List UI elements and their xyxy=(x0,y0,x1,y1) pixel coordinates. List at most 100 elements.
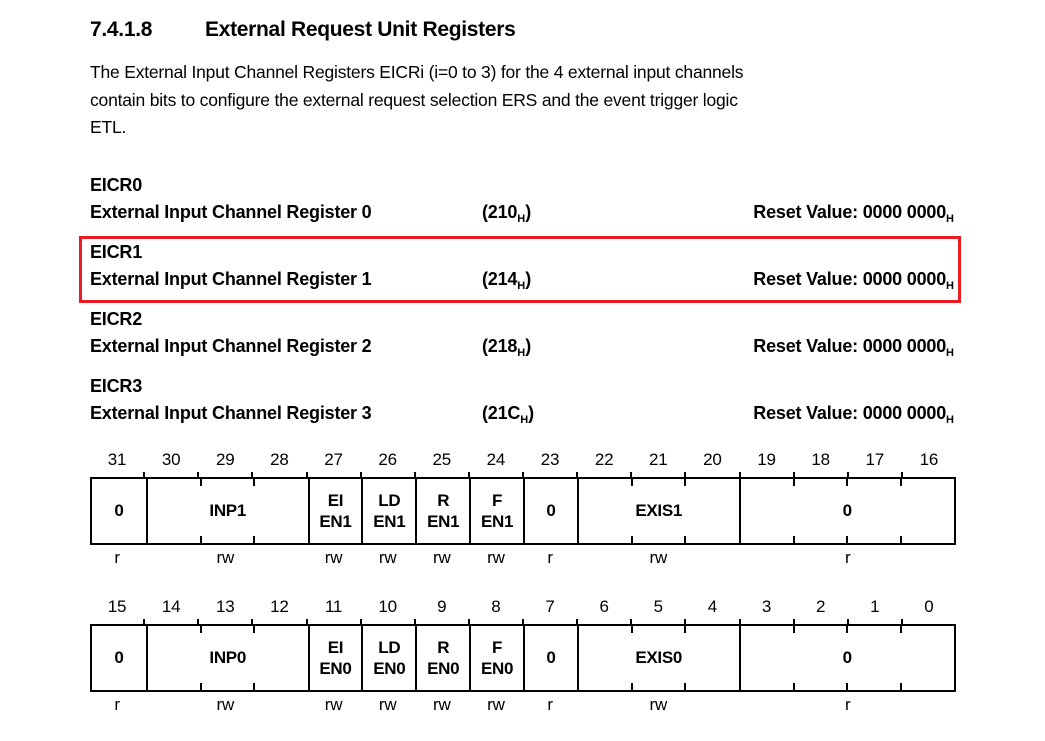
bit-field-inp0: INP0 xyxy=(145,625,308,690)
access-type: rw xyxy=(649,694,668,714)
cell-tick xyxy=(253,478,256,486)
bit-field-0: 0 xyxy=(523,625,577,690)
ruler-tick xyxy=(359,618,362,624)
bit-field-label: INP0 xyxy=(209,648,246,667)
ruler-tick xyxy=(522,471,524,477)
bit-field-0: 0 xyxy=(92,626,146,690)
section-title: External Request Unit Registers xyxy=(205,18,516,41)
cell-tick xyxy=(684,625,687,633)
bit-number: 21 xyxy=(649,449,668,469)
bit-number: 26 xyxy=(378,449,397,469)
register-address: (218H) xyxy=(482,335,531,359)
bit-field-ld-en0: LD EN0 xyxy=(361,625,415,690)
bit-number: 31 xyxy=(107,449,127,469)
register-reset-value: Reset Value: 0000 0000H xyxy=(753,268,954,292)
bit-field-r-en0: R EN0 xyxy=(415,625,469,690)
ruler-tick xyxy=(792,618,795,624)
register-detail-line: External Input Channel Register 1(214H)R… xyxy=(90,266,954,300)
bit-number: 17 xyxy=(865,449,885,469)
register-description: External Input Channel Register 2 xyxy=(90,335,372,356)
register-address: (214H) xyxy=(482,268,531,292)
cell-tick xyxy=(792,535,795,543)
ruler-tick xyxy=(738,618,741,624)
bit-number: 22 xyxy=(594,449,614,469)
ruler-tick xyxy=(305,471,308,477)
register-name: EICR1 xyxy=(90,241,143,262)
register-reset-value: Reset Value: 0000 0000H xyxy=(753,402,954,426)
ruler-tick xyxy=(738,471,741,477)
bit-number: 27 xyxy=(324,449,343,469)
cell-tick xyxy=(631,535,634,543)
bit-number: 0 xyxy=(924,596,934,616)
bit-field-f-en1: F EN1 xyxy=(469,478,523,543)
cell-tick xyxy=(846,535,849,543)
register-reset-value: Reset Value: 0000 0000H xyxy=(753,335,954,359)
register-name: EICR0 xyxy=(90,174,143,195)
register-detail-line: External Input Channel Register 2 (218H) R… xyxy=(90,333,954,367)
access-type: rw xyxy=(324,547,343,567)
bit-number: 12 xyxy=(270,596,289,616)
access-type: rw xyxy=(487,694,505,714)
access-type: rw xyxy=(649,547,668,567)
cell-tick xyxy=(631,682,634,690)
ruler-tick xyxy=(413,471,416,477)
bit-field-label: EXIS0 xyxy=(635,648,683,667)
bit-field-label: 0 xyxy=(546,501,556,520)
ruler-tick xyxy=(684,618,687,624)
bit-field-0: 0 xyxy=(738,625,955,690)
cell-tick xyxy=(684,478,687,486)
access-type: r xyxy=(845,547,851,567)
bit-number: 20 xyxy=(703,449,722,469)
ruler-tick xyxy=(143,471,146,477)
bit-number: 6 xyxy=(599,596,609,616)
cell-tick xyxy=(899,625,902,633)
bit-number: 16 xyxy=(919,449,939,469)
ruler-tick xyxy=(846,471,849,477)
ruler-tick xyxy=(576,471,579,477)
access-type: r xyxy=(547,694,553,714)
ruler-tick xyxy=(467,471,470,477)
bit-number: 25 xyxy=(432,449,452,469)
bit-field-label: 0 xyxy=(546,648,556,667)
register-address: (21CH) xyxy=(482,402,534,426)
ruler-tick xyxy=(251,618,254,624)
ruler-tick xyxy=(413,618,416,624)
bit-field-0: 0 xyxy=(92,479,146,543)
bit-number: 10 xyxy=(378,596,397,616)
ruler-tick xyxy=(900,471,903,477)
bit-number: 8 xyxy=(491,596,501,616)
ruler-tick xyxy=(305,618,308,624)
bit-field-label: LD EN0 xyxy=(373,637,406,678)
bit-field-ei-en0: EI EN0 xyxy=(307,625,362,690)
bit-field-label: R EN1 xyxy=(427,490,460,531)
bit-field-label: 0 xyxy=(842,648,852,667)
cell-tick xyxy=(846,625,849,633)
bit-fields-row: 0 INP0 EI EN0 LD EN0 R EN0 F EN0 0 EXIS0 0 xyxy=(90,623,956,692)
bit-number: 13 xyxy=(216,596,235,616)
ruler-tick xyxy=(522,618,524,624)
bit-ruler xyxy=(90,471,956,477)
cell-tick xyxy=(684,535,687,543)
intro-paragraph: The External Input Channel Registers EIC… xyxy=(90,62,744,137)
bit-field-label: LD EN1 xyxy=(373,490,406,531)
bit-field-label: 0 xyxy=(114,501,124,520)
cell-tick xyxy=(899,682,902,690)
bit-field-ld-en1: LD EN1 xyxy=(361,478,415,543)
cell-tick xyxy=(899,478,902,486)
register-description: External Input Channel Register 0 xyxy=(90,201,372,222)
bit-number: 24 xyxy=(486,449,506,469)
bit-field-label: F EN1 xyxy=(480,490,514,531)
access-type: rw xyxy=(433,694,451,714)
register-detail-line: External Input Channel Register 3(21CH)R… xyxy=(90,400,954,434)
bit-field-label: 0 xyxy=(842,501,852,520)
bit-field-label: F EN0 xyxy=(480,637,514,678)
bit-number: 5 xyxy=(653,596,663,616)
cell-tick xyxy=(792,625,795,633)
ruler-tick xyxy=(197,471,200,477)
bit-field-exis1: EXIS1 xyxy=(576,478,739,543)
bit-number: 1 xyxy=(870,596,880,616)
